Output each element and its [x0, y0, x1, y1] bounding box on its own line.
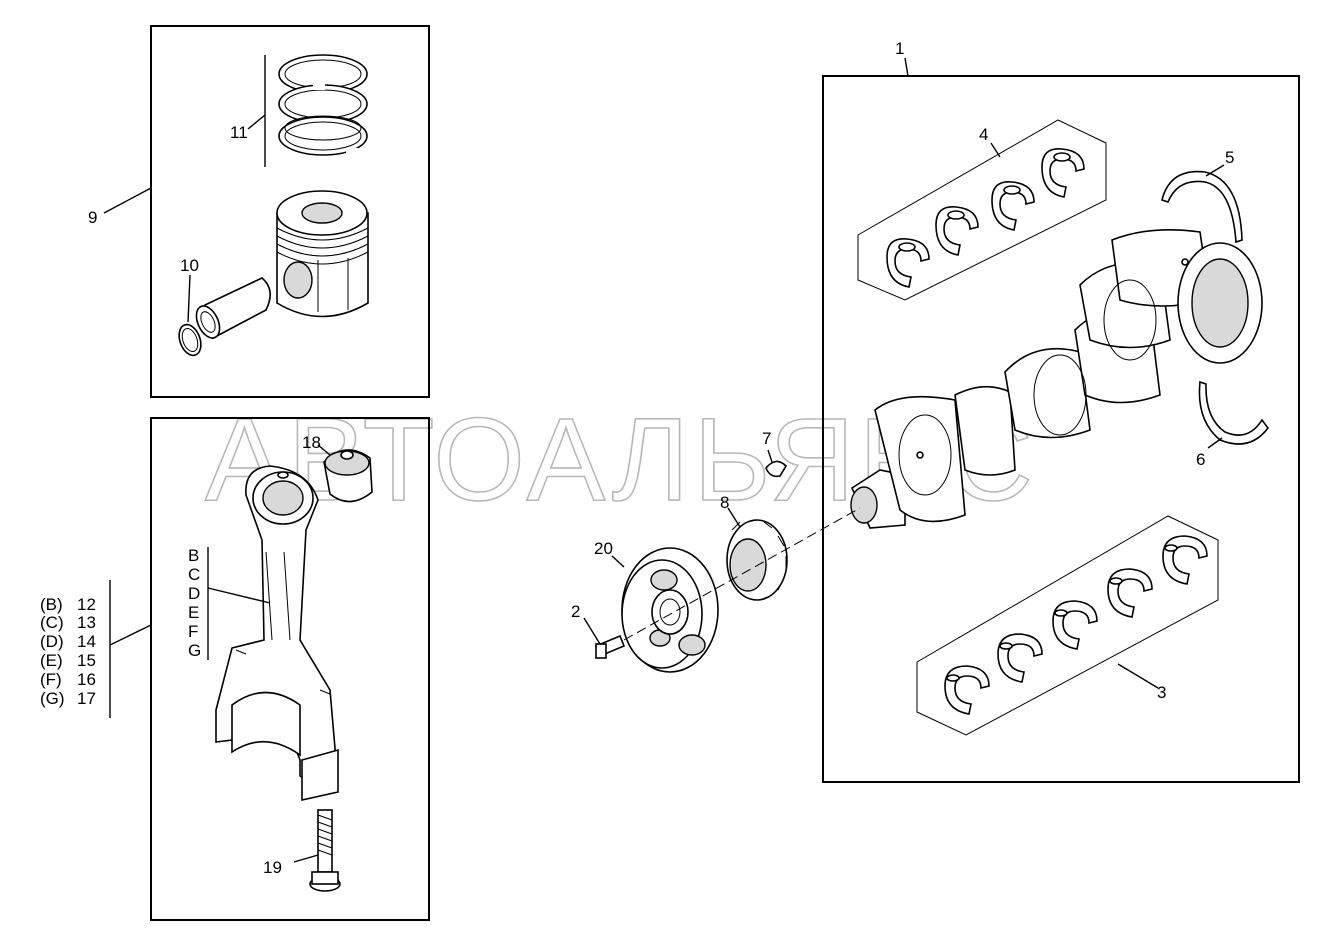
size-letter-d: D — [188, 584, 200, 603]
size-grade-g: (G) — [40, 689, 65, 708]
thrust-washer-lower — [1198, 380, 1270, 445]
piston-pin — [195, 277, 271, 340]
bearing-shell — [1107, 568, 1153, 618]
size-part-15: 15 — [77, 651, 96, 670]
pulley-bolt — [594, 634, 626, 659]
size-grade-c: (C) — [40, 613, 64, 632]
callout-20: 20 — [594, 539, 613, 558]
size-letter-b: B — [188, 546, 199, 565]
bearing-shell — [1041, 148, 1085, 198]
callout-4: 4 — [979, 125, 988, 144]
size-grade-d: (D) — [40, 632, 64, 651]
crank-gear — [726, 519, 788, 601]
callout-6: 6 — [1196, 450, 1205, 469]
crankshaft — [850, 228, 1263, 529]
callout-7: 7 — [762, 429, 771, 448]
small-end-bushing — [323, 449, 373, 503]
woodruff-key — [765, 460, 788, 478]
lower-main-bearings — [916, 515, 1219, 736]
bearing-shell — [991, 181, 1035, 231]
size-grade-f: (F) — [40, 670, 62, 689]
callout-18: 18 — [302, 433, 321, 452]
size-letter-g: G — [188, 641, 201, 660]
rod-bolt — [309, 809, 341, 892]
leader-lines — [103, 57, 1225, 863]
callout-1: 1 — [895, 39, 904, 58]
size-letter-e: E — [188, 603, 199, 622]
size-part-16: 16 — [77, 670, 96, 689]
callout-9: 9 — [88, 208, 97, 227]
circlip — [178, 323, 202, 357]
piston — [276, 190, 369, 318]
bearing-shell — [1162, 535, 1208, 585]
size-grade-e: (E) — [40, 651, 63, 670]
callout-19: 19 — [263, 858, 282, 877]
size-part-13: 13 — [77, 613, 96, 632]
size-list: (B) 12 (C) 13 (D) 14 (E) 15 (F) 16 (G) 1… — [40, 580, 152, 718]
connecting-rod-box — [150, 417, 430, 921]
size-part-12: 12 — [77, 595, 96, 614]
crank-pulley — [621, 547, 719, 673]
callout-8: 8 — [720, 493, 729, 512]
bearing-shell — [997, 633, 1043, 683]
size-letters: B C D E F G — [188, 546, 271, 660]
bearing-shell — [1052, 600, 1098, 650]
bearing-shell — [886, 238, 930, 288]
piston-kit-box — [150, 25, 430, 398]
size-letter-c: C — [188, 565, 200, 584]
connecting-rod — [215, 465, 339, 801]
callout-3: 3 — [1157, 683, 1166, 702]
callout-5: 5 — [1225, 148, 1234, 167]
upper-main-bearings — [857, 119, 1107, 301]
crankshaft-kit-box — [822, 75, 1300, 783]
size-grade-b: (B) — [40, 595, 63, 614]
bearing-shell — [935, 206, 979, 256]
thrust-washer-upper — [1161, 170, 1243, 244]
callouts: 1 4 5 6 3 9 10 11 18 7 8 20 2 19 — [88, 39, 1234, 877]
bearing-shell — [944, 665, 990, 715]
size-part-14: 14 — [77, 632, 96, 651]
piston-rings — [264, 54, 368, 167]
callout-2: 2 — [571, 602, 580, 621]
callout-11: 11 — [230, 123, 248, 142]
size-part-17: 17 — [77, 689, 96, 708]
size-letter-f: F — [188, 622, 198, 641]
callout-10: 10 — [180, 256, 199, 275]
